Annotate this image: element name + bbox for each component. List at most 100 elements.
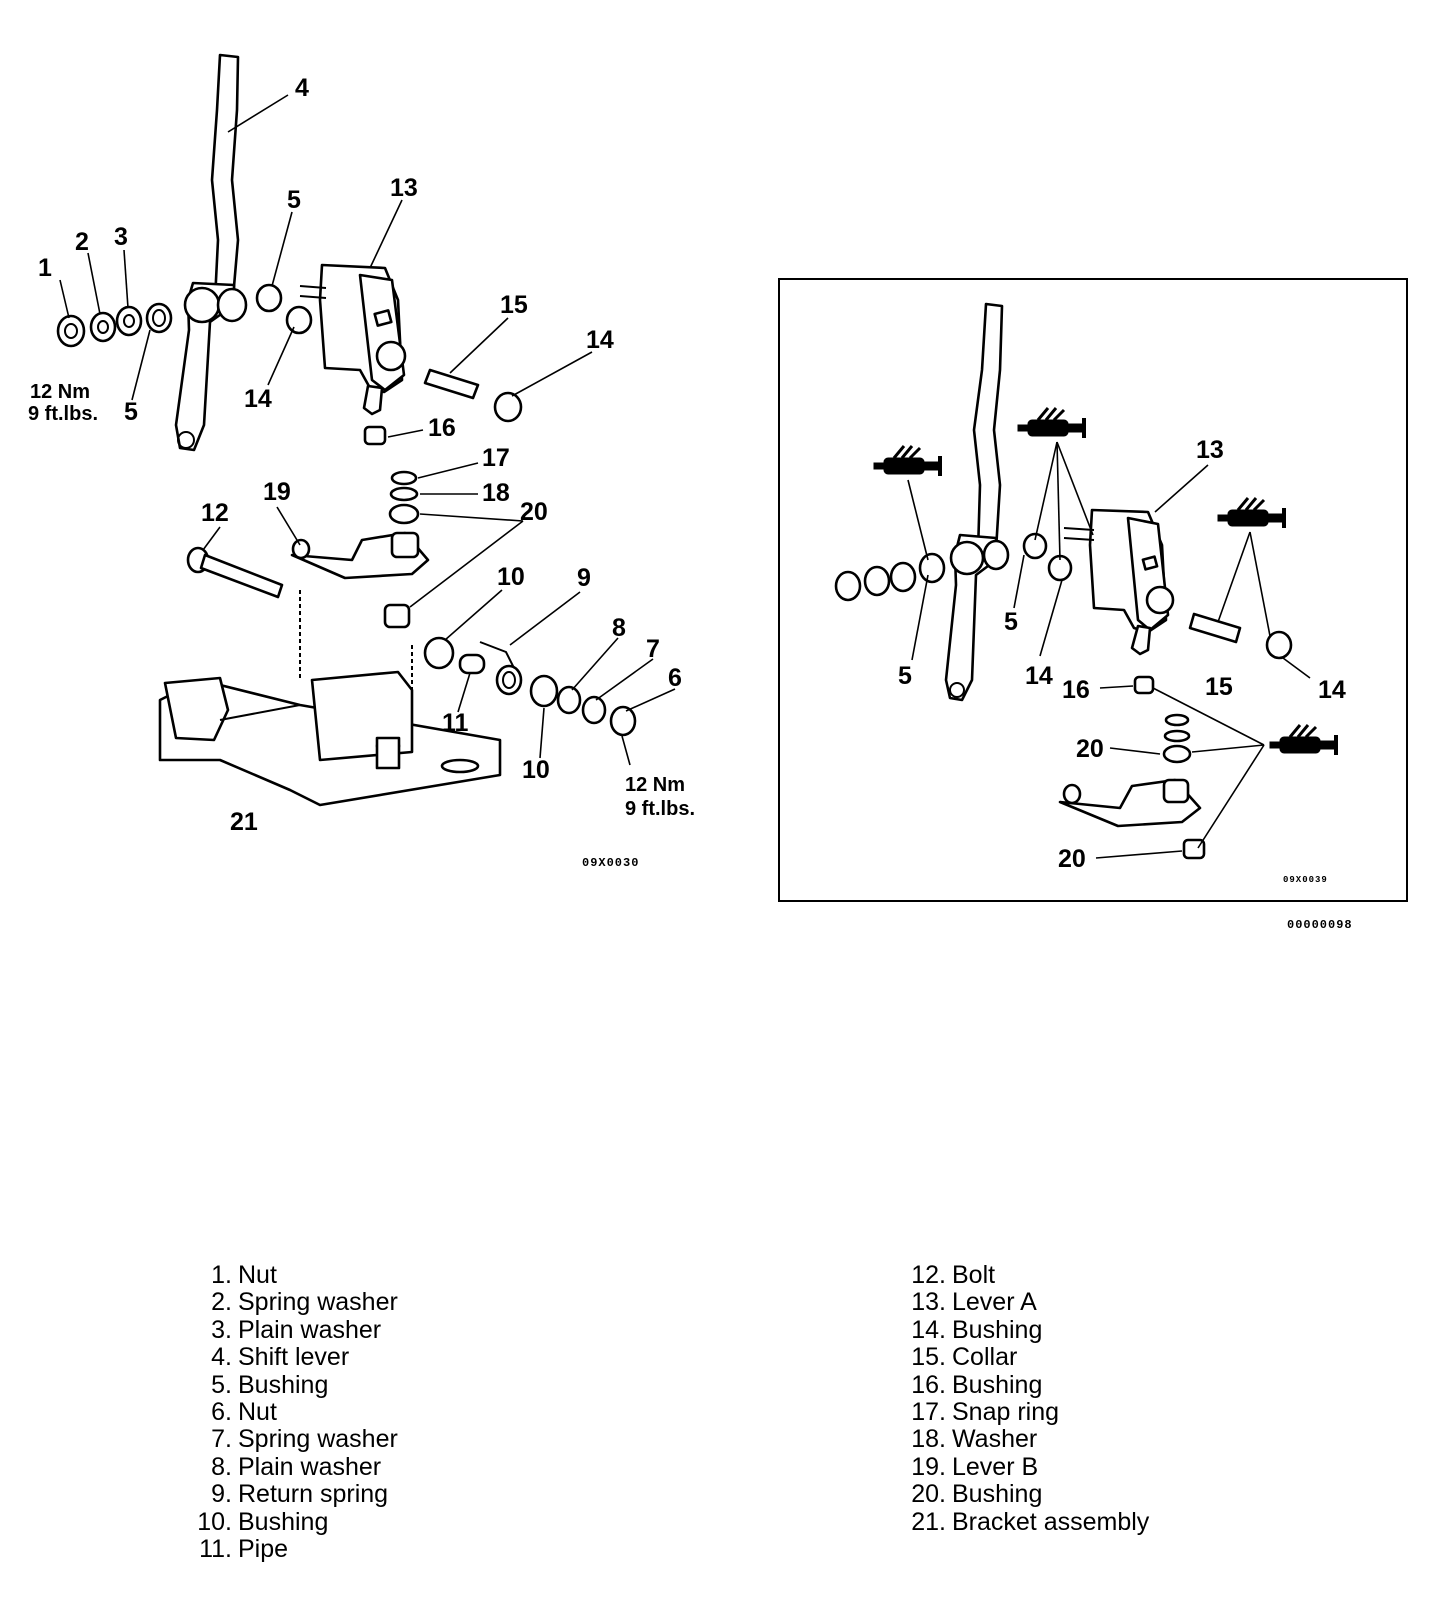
bushing-part (1162, 744, 1192, 764)
figure-code-left: 09X0030 (582, 856, 639, 870)
legend-item-number: 15. (911, 1343, 946, 1372)
callout: 20 (1076, 735, 1104, 763)
callout: 20 (520, 498, 548, 526)
legend-item-number: 11. (199, 1535, 232, 1564)
legend-item-number: 9. (211, 1480, 232, 1509)
bushing-part (1182, 838, 1206, 860)
legend-item-label: Return spring (238, 1480, 389, 1509)
callout: 17 (482, 444, 510, 472)
callout: 10 (497, 563, 525, 591)
nut-washers-left (56, 302, 173, 348)
legend-item: 15.Collar (900, 1343, 1149, 1372)
legend-item-label: Bushing (238, 1370, 329, 1399)
legend-item-number: 1. (211, 1261, 232, 1289)
lever-b-part (290, 531, 430, 580)
legend-item: 21.Bracket assembly (900, 1507, 1149, 1536)
shift-lever-part (174, 53, 248, 452)
legend-item-number: 6. (211, 1398, 232, 1427)
page-code: 00000098 (1287, 918, 1353, 932)
legend-item-label: Bushing (952, 1480, 1043, 1509)
callout: 14 (244, 385, 272, 413)
legend-item-number: 3. (211, 1315, 232, 1344)
grease-gun-icon (1216, 496, 1286, 530)
torque-spec-top: 9 ft.lbs. (28, 403, 98, 425)
callout: 15 (1205, 673, 1233, 701)
legend-item-label: Spring washer (238, 1288, 398, 1317)
figure-code-right: 09X0039 (1283, 875, 1328, 885)
callout: 16 (1062, 676, 1090, 704)
bolt-part (186, 546, 284, 599)
bushing-part (423, 636, 455, 670)
legend-item-label: Pipe (238, 1535, 289, 1564)
legend-item-label: Shift lever (238, 1343, 350, 1372)
washer-part (556, 685, 582, 715)
callout: 5 (898, 662, 912, 690)
legend-item-label: Bushing (952, 1370, 1043, 1399)
legend-item: 1.Nut (186, 1261, 398, 1289)
callout: 1 (38, 254, 52, 282)
right-leader-lines (907, 441, 1311, 859)
legend-item-number: 16. (911, 1370, 946, 1399)
legend-item-label: Lever A (952, 1288, 1037, 1317)
bushing-part (388, 503, 420, 525)
callout: 13 (1196, 436, 1224, 464)
legend-item-label: Nut (238, 1398, 277, 1427)
lever-a-part (299, 263, 407, 416)
bushing-part (363, 425, 387, 446)
left-exploded-view: 4 1 2 3 5 5 13 15 14 14 16 17 18 19 20 1… (28, 53, 695, 870)
legend-item-number: 13. (911, 1288, 946, 1317)
legend-item-number: 14. (911, 1315, 946, 1344)
right-callouts: 13 5 5 14 16 15 14 20 20 09X0039 (898, 436, 1346, 885)
bushing-part (1133, 675, 1155, 695)
torque-spec-bottom: 12 Nm (625, 774, 685, 796)
washer-part (1163, 729, 1191, 743)
callout: 19 (263, 478, 291, 506)
callout: 20 (1058, 845, 1086, 873)
legend-item: 7.Spring washer (186, 1425, 398, 1454)
grease-gun-icon (872, 444, 942, 478)
callout: 12 (201, 499, 229, 527)
legend-item: 19.Lever B (900, 1453, 1149, 1481)
legend-item-label: Washer (952, 1425, 1038, 1454)
legend-item: 13.Lever A (900, 1288, 1149, 1317)
legend-item: 16.Bushing (900, 1370, 1149, 1399)
legend-item-label: Bushing (952, 1315, 1043, 1344)
legend-item: 6.Nut (186, 1398, 398, 1427)
legend-item-number: 21. (911, 1507, 946, 1536)
washer-part (889, 561, 917, 593)
legend-item: 5.Bushing (186, 1370, 398, 1399)
washer-part (863, 565, 891, 597)
bracket-assembly-part (158, 590, 502, 807)
bushing-part (1265, 630, 1293, 660)
shift-lever-part (944, 302, 1010, 702)
collar-part (1188, 612, 1242, 644)
callout: 15 (500, 291, 528, 319)
torque-spec-top: 12 Nm (30, 381, 90, 403)
callout: 7 (646, 635, 660, 663)
washer-part (581, 695, 607, 725)
callout: 5 (1004, 608, 1018, 636)
callout: 8 (612, 614, 626, 642)
washer-part (389, 486, 419, 502)
legend-item: 14.Bushing (900, 1315, 1149, 1344)
callout: 4 (295, 74, 309, 102)
legend-item-label: Spring washer (238, 1425, 398, 1454)
grease-gun-icon (1268, 723, 1338, 757)
right-figure-frame (778, 278, 1408, 902)
legend-item-label: Collar (952, 1343, 1018, 1372)
callout: 21 (230, 808, 258, 836)
callout: 2 (75, 228, 89, 256)
legend-item-label: Snap ring (952, 1398, 1060, 1427)
legend-item: 9.Return spring (186, 1480, 398, 1509)
bushing-part (529, 674, 559, 708)
bushing-part (285, 305, 313, 335)
legend-item: 20.Bushing (900, 1480, 1149, 1509)
legend-item-number: 18. (911, 1425, 946, 1454)
legend-item-number: 2. (211, 1288, 232, 1317)
callout: 14 (1318, 676, 1346, 704)
legend-item-number: 7. (211, 1425, 232, 1454)
callout: 13 (390, 174, 418, 202)
legend-item-label: Bolt (952, 1261, 996, 1289)
legend-item: 10.Bushing (186, 1508, 398, 1536)
